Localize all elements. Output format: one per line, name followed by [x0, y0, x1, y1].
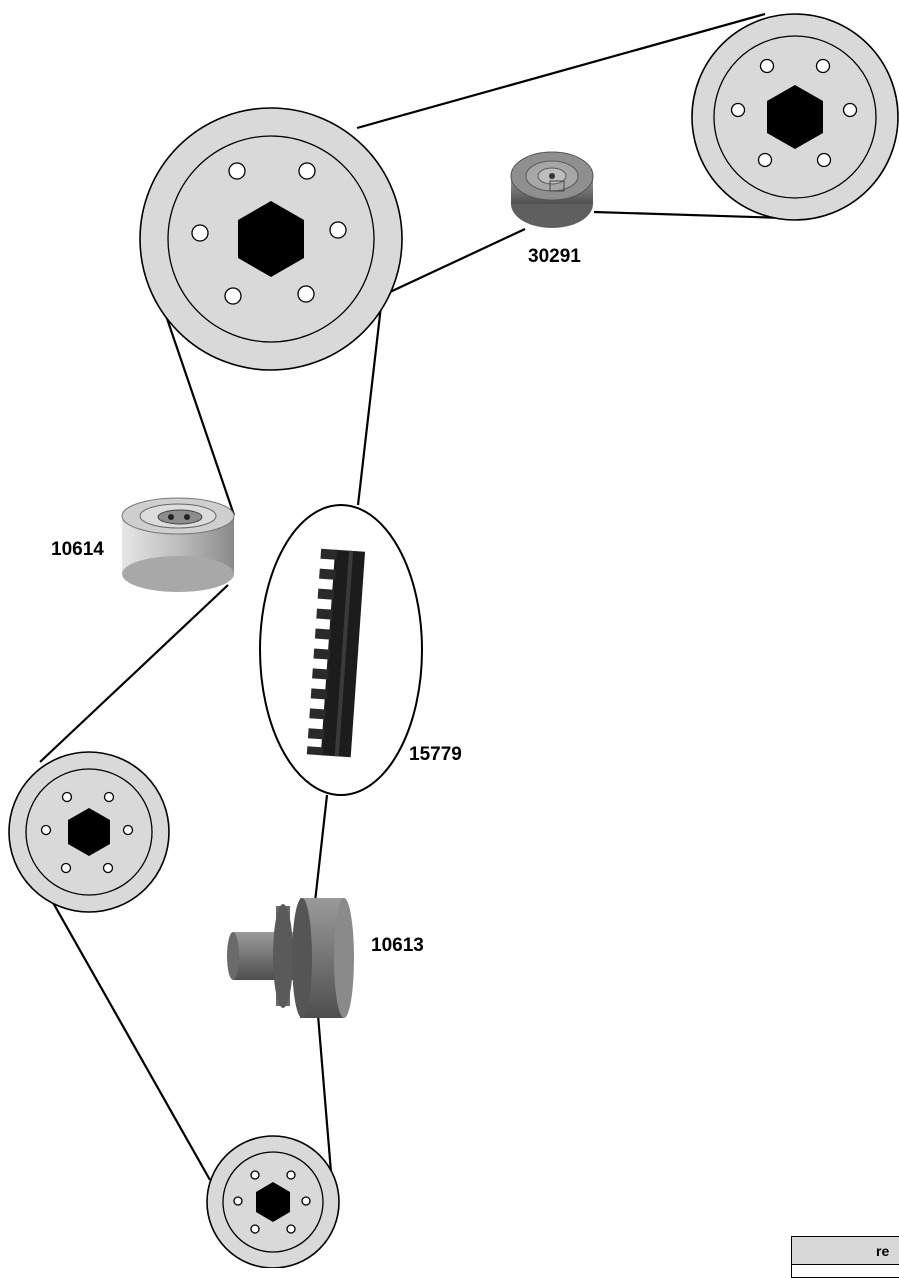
- belt-run-left-diagonal: [39, 584, 229, 763]
- part-label-10614: 10614: [51, 539, 104, 560]
- belt-run-center-mid: [313, 794, 329, 903]
- belt-run-top: [356, 12, 766, 130]
- belt-run-right: [593, 210, 786, 220]
- part-label-10613: 10613: [371, 935, 424, 956]
- belt-run-left-upper: [158, 297, 236, 516]
- belt-runs: [29, 12, 786, 1185]
- tensioner-roller-icon: [510, 151, 594, 228]
- part-label-15779: 15779: [409, 744, 462, 765]
- belt-run-tensioner: [389, 228, 526, 293]
- reference-table: re: [791, 1236, 899, 1278]
- pulley-icon: [691, 13, 899, 221]
- belt-run-center-lower: [315, 1002, 334, 1185]
- belt-teeth-icon: [306, 548, 366, 758]
- belt-run-center-upper: [356, 305, 383, 506]
- part-label-30291: 30291: [528, 246, 581, 267]
- table-header: re: [792, 1237, 899, 1265]
- idler-roller-icon: [227, 898, 354, 1018]
- pulley-icon: [139, 107, 403, 371]
- belt-run-left-lower: [29, 861, 211, 1181]
- pulley-icon: [8, 751, 170, 913]
- pulley-icon: [206, 1135, 340, 1268]
- timing-belt-callout: [259, 504, 423, 796]
- tensioner-roller-icon: [121, 497, 235, 592]
